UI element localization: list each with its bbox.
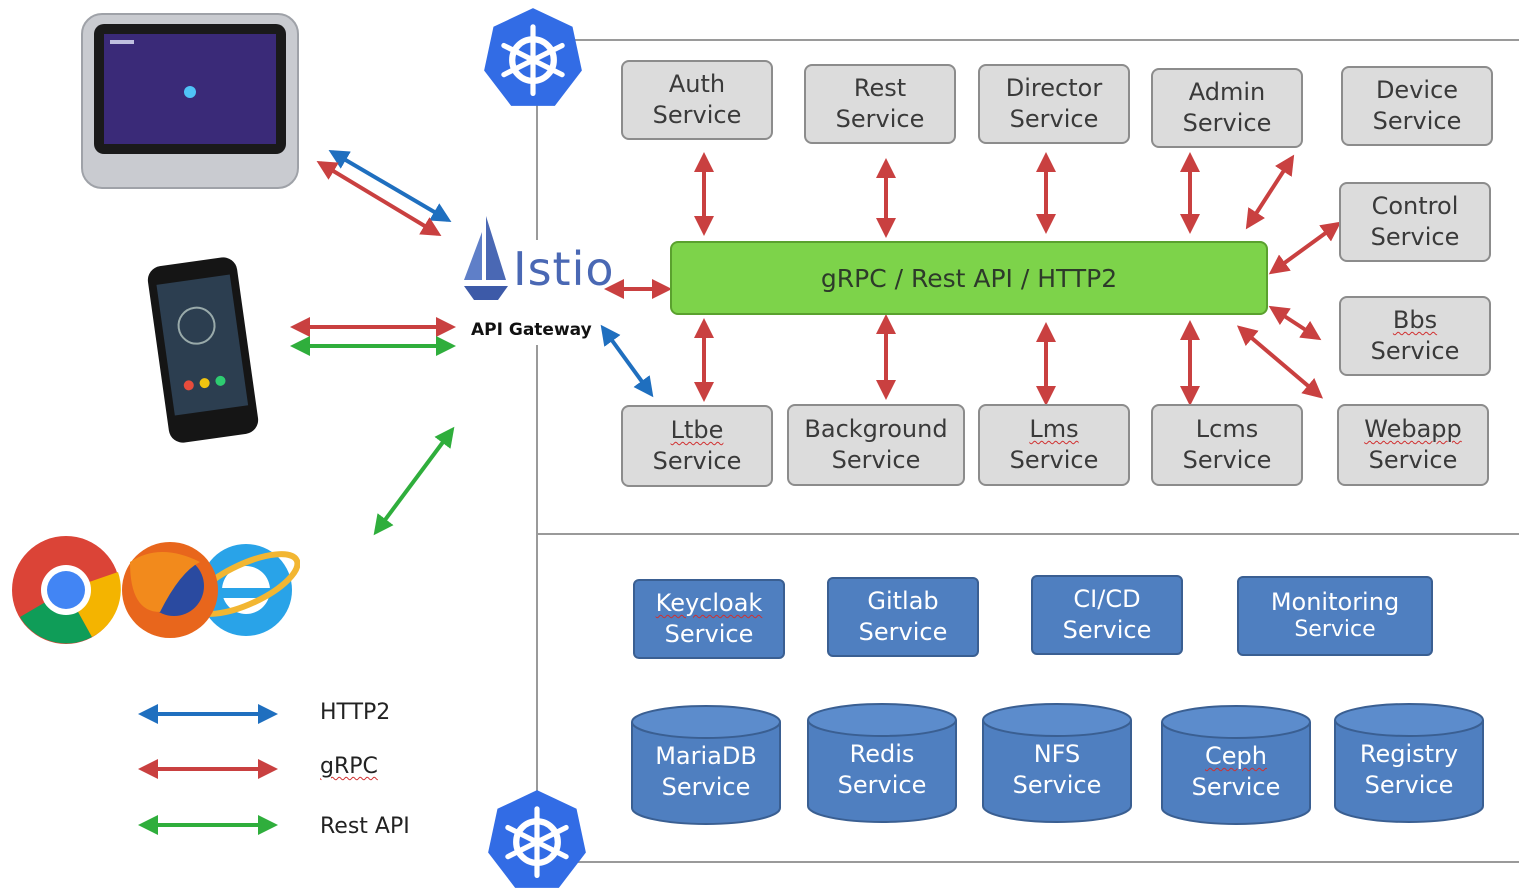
grpc-rest-http2-bus: gRPC / Rest API / HTTP2 xyxy=(670,241,1268,315)
legend-grpc-label: gRPC xyxy=(320,754,378,779)
web-browsers-icon xyxy=(12,536,300,644)
bus-label: gRPC / Rest API / HTTP2 xyxy=(820,263,1118,293)
legend-http2-label: HTTP2 xyxy=(320,700,391,725)
database-cylinder-icon xyxy=(807,703,957,823)
control-arrow xyxy=(1268,221,1342,275)
istio-logo-icon xyxy=(464,216,508,300)
kubernetes-icon xyxy=(484,8,582,106)
database-cylinder-icon xyxy=(1334,703,1484,823)
database-cylinder-icon xyxy=(631,705,781,825)
device-arrow xyxy=(1245,154,1295,230)
database-cylinder-icon xyxy=(982,703,1132,823)
database-cylinder-icon xyxy=(1161,705,1311,825)
istio-ltbe-arrow xyxy=(600,324,654,398)
bbs-arrow xyxy=(1268,305,1322,341)
webapp-arrow xyxy=(1236,325,1324,399)
api-gateway-label: API Gateway xyxy=(471,320,592,340)
istio-brand-text: Istio xyxy=(513,242,615,296)
smartphone-icon xyxy=(147,257,259,443)
legend-rest-label: Rest API xyxy=(320,814,410,839)
tablet-http2-arrow xyxy=(328,149,452,223)
tablet-grpc-arrow xyxy=(316,160,442,237)
kubernetes-icon xyxy=(488,790,586,888)
cluster-frame xyxy=(536,39,1519,863)
browser-rest-arrow xyxy=(373,426,455,536)
tablet-device-icon xyxy=(81,13,299,189)
